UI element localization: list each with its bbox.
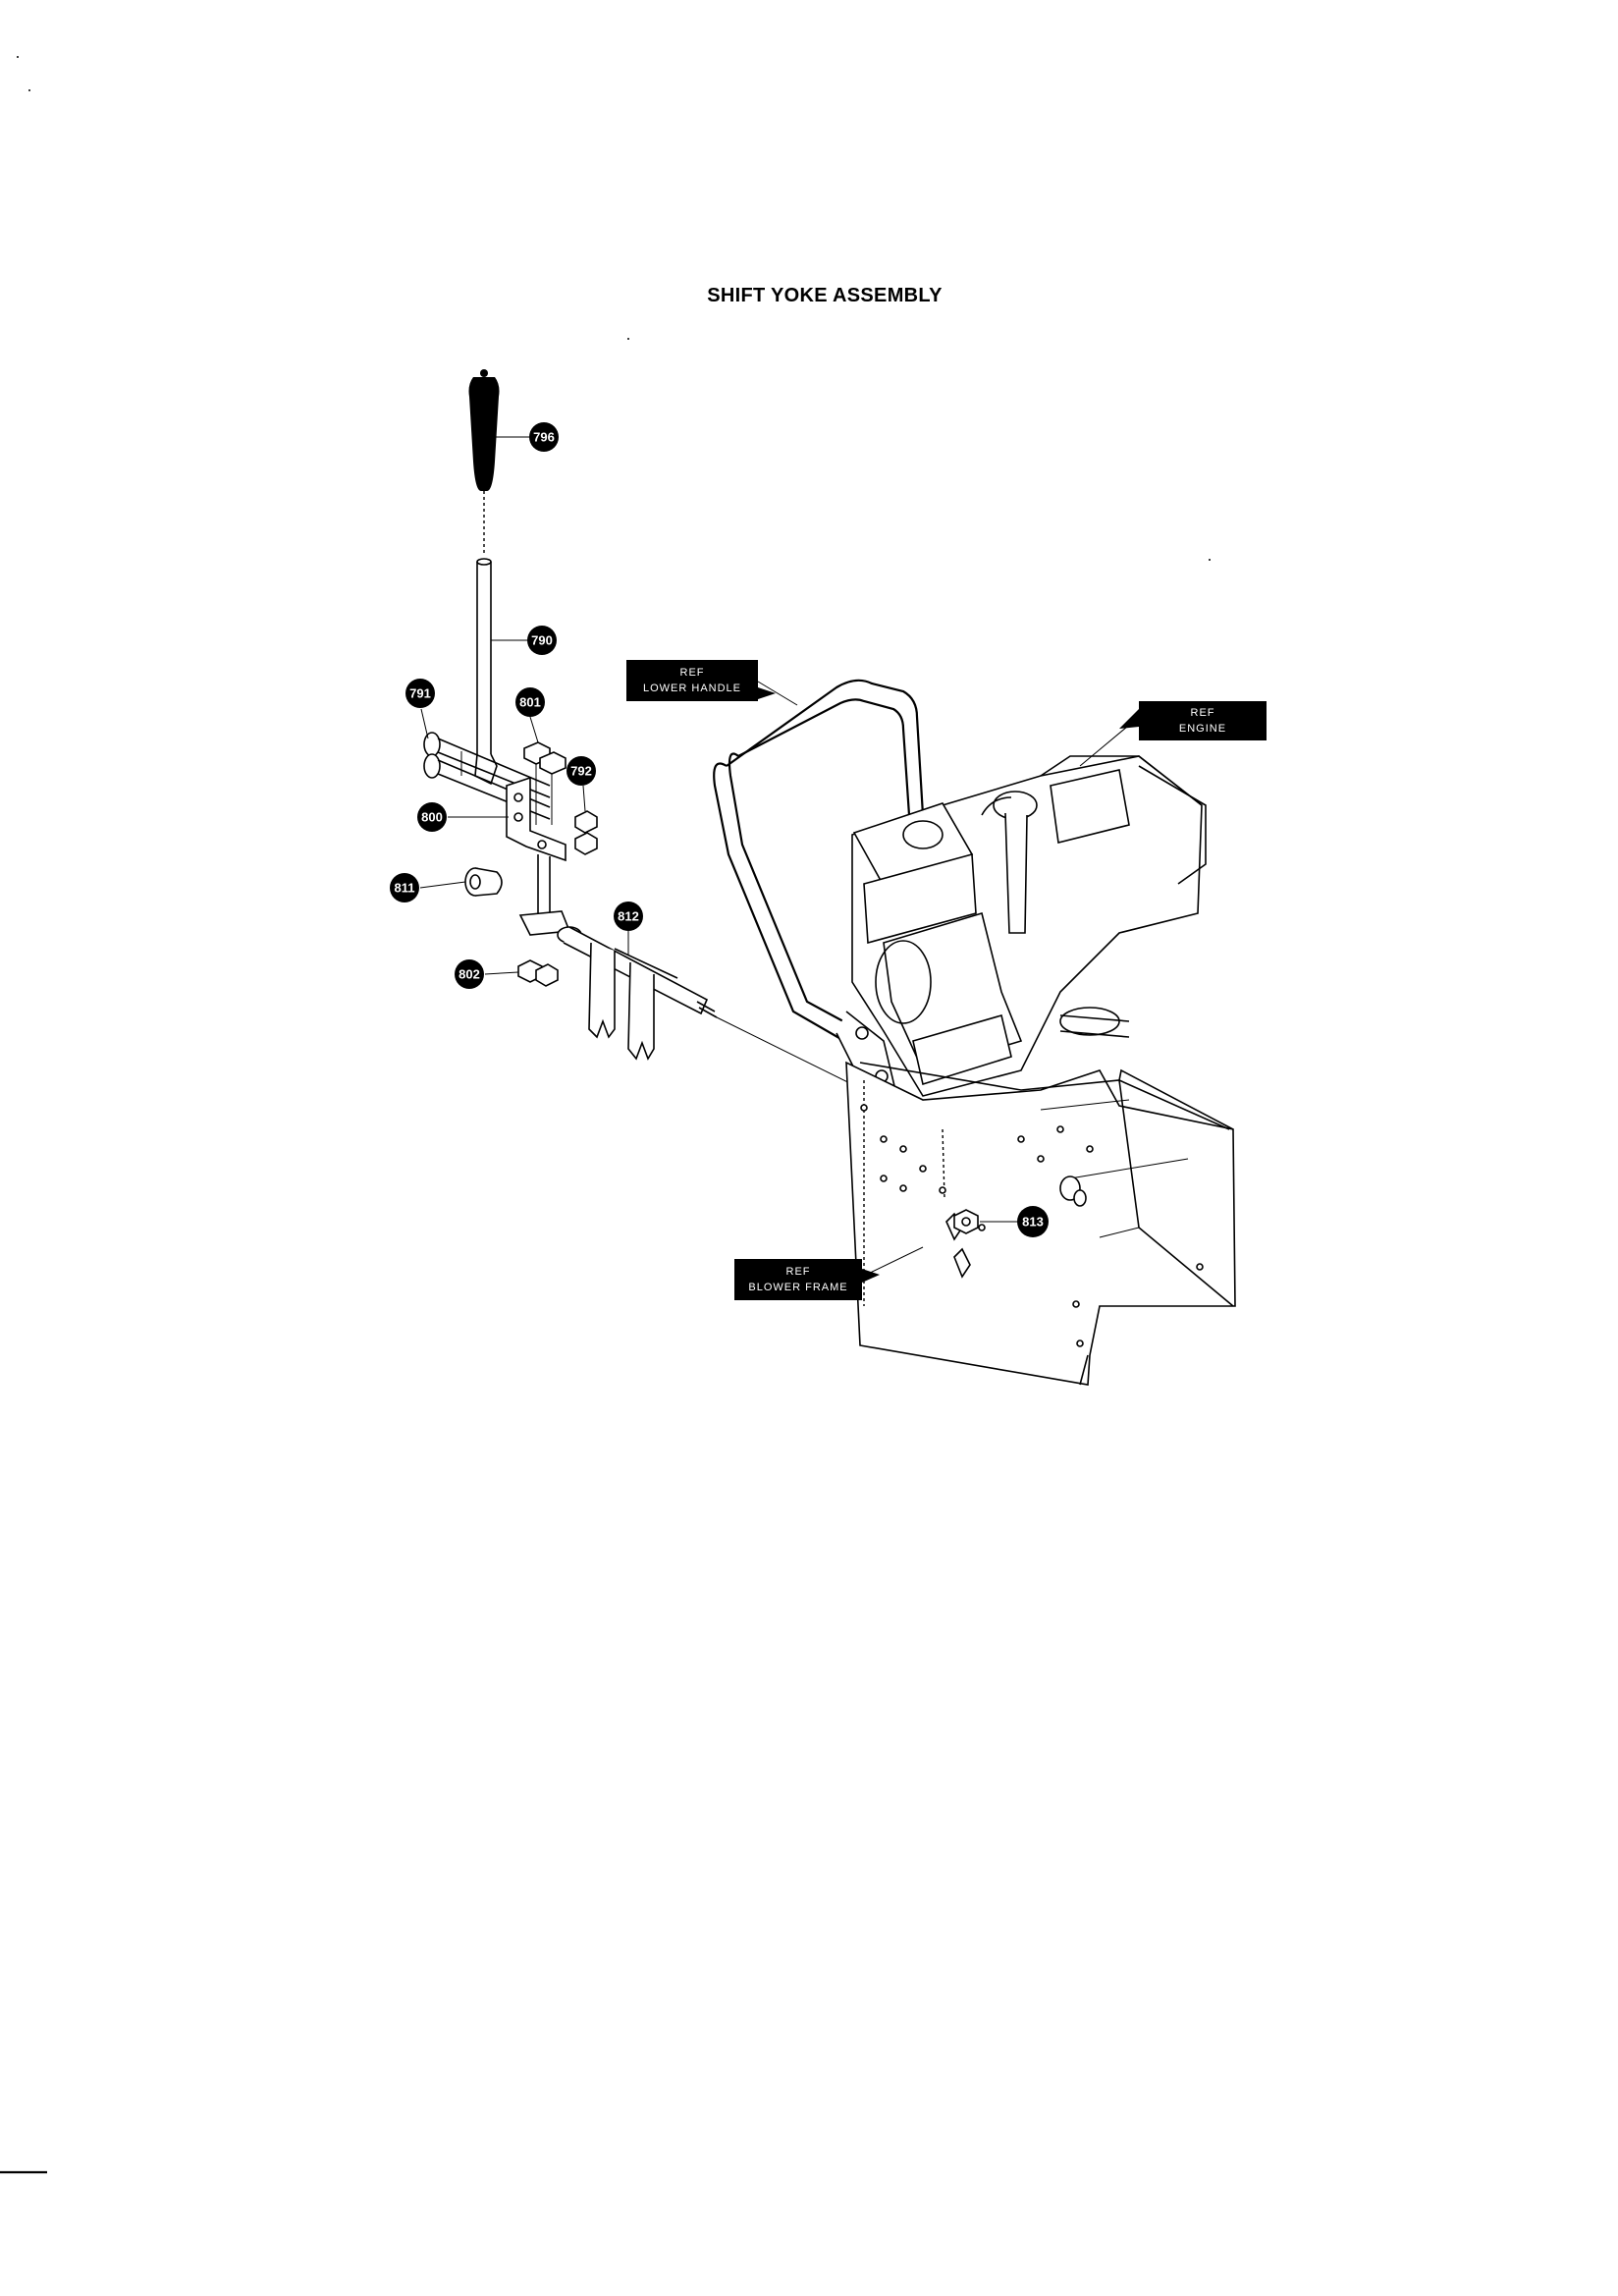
ref-label-engine: REF ENGINE (1079, 701, 1267, 767)
callout-801-label: 801 (519, 695, 541, 710)
callout-790: 790 (527, 626, 557, 655)
callout-802: 802 (455, 959, 484, 989)
callout-792: 792 (566, 756, 596, 786)
ref-blower-frame-line1: REF (786, 1266, 811, 1278)
lower-handle (713, 679, 925, 1097)
callout-811: 811 (390, 873, 419, 902)
callout-811-label: 811 (395, 881, 415, 896)
ref-lower-handle-line2: LOWER HANDLE (643, 683, 741, 694)
ref-engine-line2: ENGINE (1179, 723, 1226, 735)
ref-blower-frame-line2: BLOWER FRAME (748, 1282, 847, 1293)
ref-engine-line1: REF (1191, 707, 1215, 719)
callout-812: 812 (614, 902, 643, 931)
callout-813-label: 813 (1022, 1215, 1044, 1230)
leader-lines (419, 436, 1017, 1223)
bracket-800 (506, 776, 566, 923)
shift-yoke-812 (518, 910, 718, 1061)
shift-rod-790 (474, 558, 498, 786)
diagram-title: SHIFT YOKE ASSEMBLY (707, 285, 943, 306)
engine (851, 755, 1207, 1097)
callout-802-label: 802 (458, 967, 480, 982)
nut-813 (953, 1209, 979, 1234)
grip-796 (468, 369, 500, 555)
nuts-792 (574, 810, 598, 855)
callout-792-label: 792 (570, 764, 592, 779)
callout-791: 791 (405, 679, 435, 708)
callout-796: 796 (529, 422, 559, 452)
ref-lower-handle-line1: REF (680, 667, 705, 679)
ref-label-blower-frame: REF BLOWER FRAME (734, 1246, 924, 1300)
callout-791-label: 791 (409, 686, 431, 701)
scan-marks (0, 56, 1211, 2174)
callout-812-label: 812 (618, 909, 639, 924)
callout-790-label: 790 (531, 633, 553, 648)
callout-801: 801 (515, 687, 545, 717)
nuts-802 (517, 959, 559, 987)
screws-801 (523, 741, 566, 825)
frame-holes (860, 1104, 1204, 1347)
ref-label-lower-handle: REF LOWER HANDLE (626, 660, 798, 706)
callout-800: 800 (417, 802, 447, 832)
callout-796-label: 796 (533, 430, 555, 445)
bushing-811 (464, 867, 503, 897)
callout-813: 813 (1017, 1206, 1049, 1237)
callout-800-label: 800 (421, 810, 443, 825)
